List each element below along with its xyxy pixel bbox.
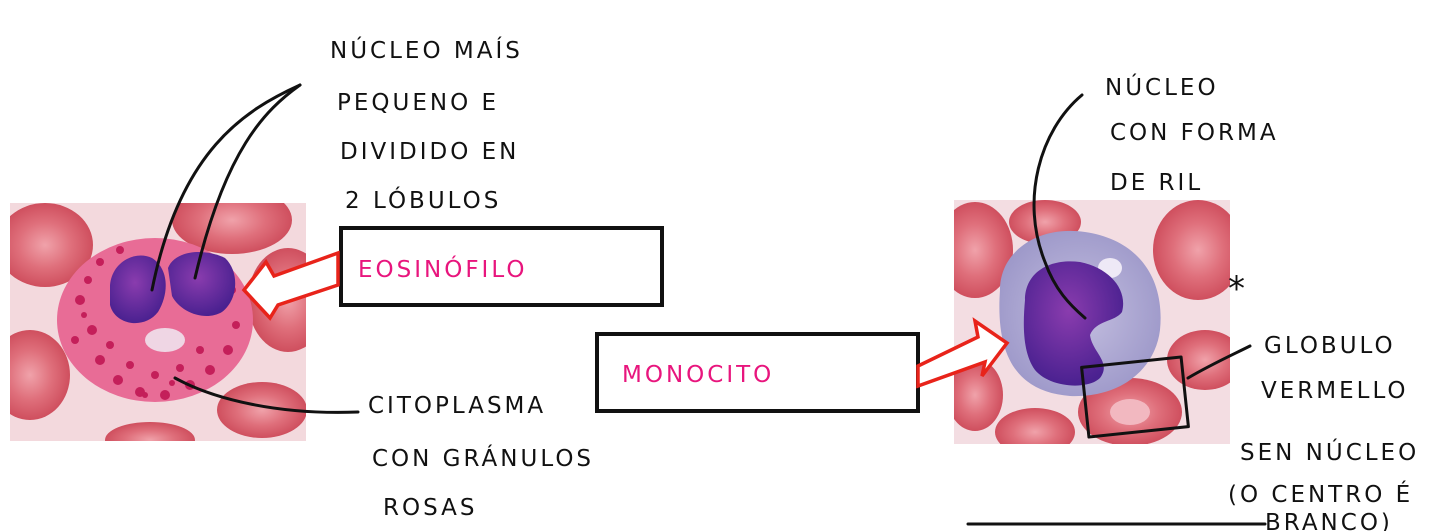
pointer-line-rbc	[1186, 344, 1252, 380]
eosinophil-cytoplasm-note: CITOPLASMA CON GRÁNULOS ROSAS	[368, 393, 594, 521]
red-blood-cell	[995, 408, 1075, 444]
asterisk-mark: *	[1228, 269, 1248, 309]
rbc-highlight-box	[1080, 355, 1190, 439]
red-blood-cell	[1153, 200, 1230, 300]
eosinophil-nucleus-note: NÚCLEO MAÍS PEQUENO E DIVIDIDO EN 2 LÓBU…	[330, 36, 523, 214]
arrow-to-eosinophil	[241, 250, 340, 321]
pointer-line-nucleus-left	[150, 83, 302, 292]
monocyte-micrograph	[954, 200, 1230, 444]
red-blood-cell	[954, 202, 1013, 298]
svg-text:2 LÓBULOS: 2 LÓBULOS	[345, 186, 501, 214]
red-blood-cell	[954, 359, 1003, 431]
eosinophil-micrograph	[10, 203, 306, 441]
svg-text:NÚCLEO MAÍS: NÚCLEO MAÍS	[330, 36, 523, 64]
svg-text:BRANCO): BRANCO)	[1265, 510, 1393, 531]
eosinophil-label: EOSINÓFILO	[358, 255, 527, 283]
red-blood-cell	[10, 203, 93, 287]
red-blood-cell	[1167, 330, 1230, 390]
svg-text:NÚCLEO: NÚCLEO	[1105, 73, 1219, 101]
svg-text:CON GRÁNULOS: CON GRÁNULOS	[372, 444, 594, 472]
arrow-to-monocyte	[916, 317, 1010, 389]
monocyte-nucleus-note: NÚCLEO CON FORMA DE RIL	[1105, 73, 1279, 196]
svg-text:DE RIL: DE RIL	[1110, 170, 1203, 196]
svg-text:PEQUENO E: PEQUENO E	[337, 90, 499, 116]
svg-text:VERMELLO: VERMELLO	[1261, 378, 1409, 404]
svg-text:GLOBULO: GLOBULO	[1264, 333, 1396, 359]
svg-text:CITOPLASMA: CITOPLASMA	[368, 393, 546, 419]
svg-text:SEN NÚCLEO: SEN NÚCLEO	[1240, 438, 1419, 466]
svg-text:CON FORMA: CON FORMA	[1110, 120, 1279, 146]
pointer-line-cytoplasm	[173, 376, 360, 414]
pointer-line-nucleus-right	[193, 83, 302, 280]
svg-text:(O CENTRO É: (O CENTRO É	[1228, 480, 1413, 508]
svg-text:DIVIDIDO EN: DIVIDIDO EN	[340, 139, 519, 165]
eosinophil-nucleus-lobe	[168, 252, 236, 317]
monocyte-label-box	[595, 332, 920, 413]
svg-text:ROSAS: ROSAS	[383, 495, 477, 521]
red-blood-cell	[172, 203, 292, 254]
monocyte-nucleus	[1023, 261, 1124, 386]
eosinophil-granules	[71, 246, 240, 400]
monocyte-label: MONOCITO	[622, 362, 774, 388]
eosinophil-label-box	[339, 226, 664, 307]
red-blood-cell	[10, 330, 70, 420]
red-blood-cell	[105, 422, 195, 441]
pointer-line-mono-nucleus	[1032, 93, 1087, 320]
rbc-note: GLOBULO VERMELLO SEN NÚCLEO (O CENTRO É …	[1228, 333, 1419, 531]
red-blood-cell	[217, 382, 306, 438]
eosinophil-nucleus-lobe	[110, 255, 166, 324]
